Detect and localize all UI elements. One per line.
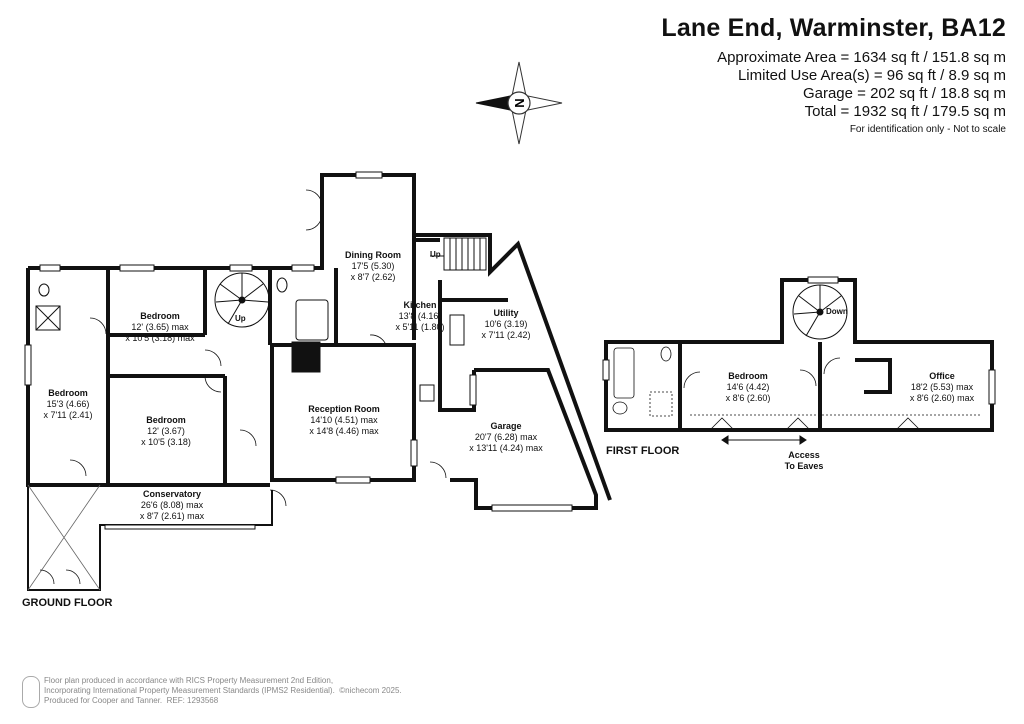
total-area: Total = 1932 sq ft / 179.5 sq m (804, 103, 1006, 120)
compass-letter: N (512, 98, 527, 107)
room-dim-1: 10'6 (3.19) (484, 319, 528, 329)
room-dim-2: x 14'8 (4.46) max (309, 426, 379, 436)
footer-produced-for: Produced for Cooper and Tanner. (44, 696, 163, 705)
footer-line-3: Produced for Cooper and Tanner. REF: 129… (44, 696, 402, 706)
room-dim-2: x 10'5 (3.18) max (125, 333, 195, 343)
room-dim-1: 17'5 (5.30) (351, 261, 395, 271)
room-name: Dining Room (345, 250, 401, 260)
footer-line-2-text: Incorporating International Property Mea… (44, 686, 335, 695)
room-dim-1: 26'6 (8.08) max (140, 500, 204, 510)
room-reception: Reception Room 14'10 (4.51) max x 14'8 (… (308, 404, 380, 437)
footer-line-2: Incorporating International Property Mea… (44, 686, 402, 696)
room-kitchen: Kitchen 13'8 (4.16) x 5'11 (1.80) (395, 300, 444, 333)
identification-note: For identification only - Not to scale (849, 124, 1006, 135)
footer-notes: Floor plan produced in accordance with R… (44, 676, 402, 706)
room-name: Kitchen (403, 300, 437, 310)
room-dim-1: 12' (3.65) max (131, 322, 189, 332)
limited-use-area: Limited Use Area(s) = 96 sq ft / 8.9 sq … (737, 67, 1006, 84)
room-dim-2: x 10'5 (3.18) (141, 437, 191, 447)
room-dim-1: 14'6 (4.42) (726, 382, 770, 392)
access-to-eaves: Access To Eaves (785, 450, 824, 472)
eaves-line-2: To Eaves (784, 461, 824, 471)
room-dim-2: x 7'11 (2.41) (43, 410, 93, 420)
stairs-up-label-2: Up (430, 250, 441, 259)
spiral-staircase-first (792, 284, 848, 340)
room-name: Utility (493, 308, 519, 318)
room-dining: Dining Room 17'5 (5.30) x 8'7 (2.62) (345, 250, 401, 283)
first-floor-label: FIRST FLOOR (606, 445, 680, 457)
eaves-line-1: Access (788, 450, 820, 460)
room-dim-2: x 8'6 (2.60) (725, 393, 771, 403)
room-dim-1: 12' (3.67) (147, 426, 185, 436)
garage-area: Garage = 202 sq ft / 18.8 sq m (802, 85, 1006, 102)
room-name: Bedroom (48, 388, 88, 398)
room-dim-1: 20'7 (6.28) max (474, 432, 538, 442)
room-name: Reception Room (308, 404, 380, 414)
room-bedroom-3: Bedroom 12' (3.67) x 10'5 (3.18) (141, 415, 191, 448)
compass-icon (475, 61, 563, 145)
room-first-bedroom: Bedroom 14'6 (4.42) x 8'6 (2.60) (726, 371, 771, 404)
approximate-area: Approximate Area = 1634 sq ft / 151.8 sq… (717, 49, 1006, 66)
room-name: Bedroom (140, 311, 180, 321)
ground-floor-label: GROUND FLOOR (22, 597, 113, 609)
spiral-staircase-ground (214, 272, 270, 328)
footer-line-1: Floor plan produced in accordance with R… (44, 676, 334, 685)
room-name: Garage (490, 421, 522, 431)
room-utility: Utility 10'6 (3.19) x 7'11 (2.42) (481, 308, 530, 341)
property-title: Lane End, Warminster, BA12 (661, 14, 1006, 42)
room-dim-1: 14'10 (4.51) max (310, 415, 378, 425)
room-dim-1: 18'2 (5.53) max (910, 382, 974, 392)
room-bedroom-2: Bedroom 15'3 (4.66) x 7'11 (2.41) (43, 388, 92, 421)
footer-ref: REF: 1293568 (166, 696, 219, 705)
room-dim-2: x 13'11 (4.24) max (469, 443, 543, 453)
room-dim-2: x 8'7 (2.62) (350, 272, 396, 282)
straight-staircase (430, 237, 487, 271)
room-name: Bedroom (146, 415, 186, 425)
stairs-up-label-1: Up (235, 314, 246, 323)
room-name: Bedroom (728, 371, 768, 381)
room-dim-1: 13'8 (4.16) (398, 311, 442, 321)
room-garage: Garage 20'7 (6.28) max x 13'11 (4.24) ma… (469, 421, 543, 454)
room-dim-2: x 5'11 (1.80) (395, 322, 445, 332)
room-name: Conservatory (142, 489, 202, 499)
room-dim-1: 15'3 (4.66) (46, 399, 90, 409)
room-name: Office (929, 371, 955, 381)
rics-logo-icon (22, 676, 40, 708)
room-dim-2: x 7'11 (2.42) (481, 330, 531, 340)
room-dim-2: x 8'7 (2.61) max (139, 511, 205, 521)
room-dim-2: x 8'6 (2.60) max (909, 393, 975, 403)
stairs-down-label: Down (826, 307, 848, 316)
room-office: Office 18'2 (5.53) max x 8'6 (2.60) max (910, 371, 974, 404)
room-conservatory: Conservatory 26'6 (8.08) max x 8'7 (2.61… (140, 489, 204, 522)
footer-copyright: ©nichecom 2025. (339, 686, 402, 695)
room-bedroom-1: Bedroom 12' (3.65) max x 10'5 (3.18) max (125, 311, 194, 344)
